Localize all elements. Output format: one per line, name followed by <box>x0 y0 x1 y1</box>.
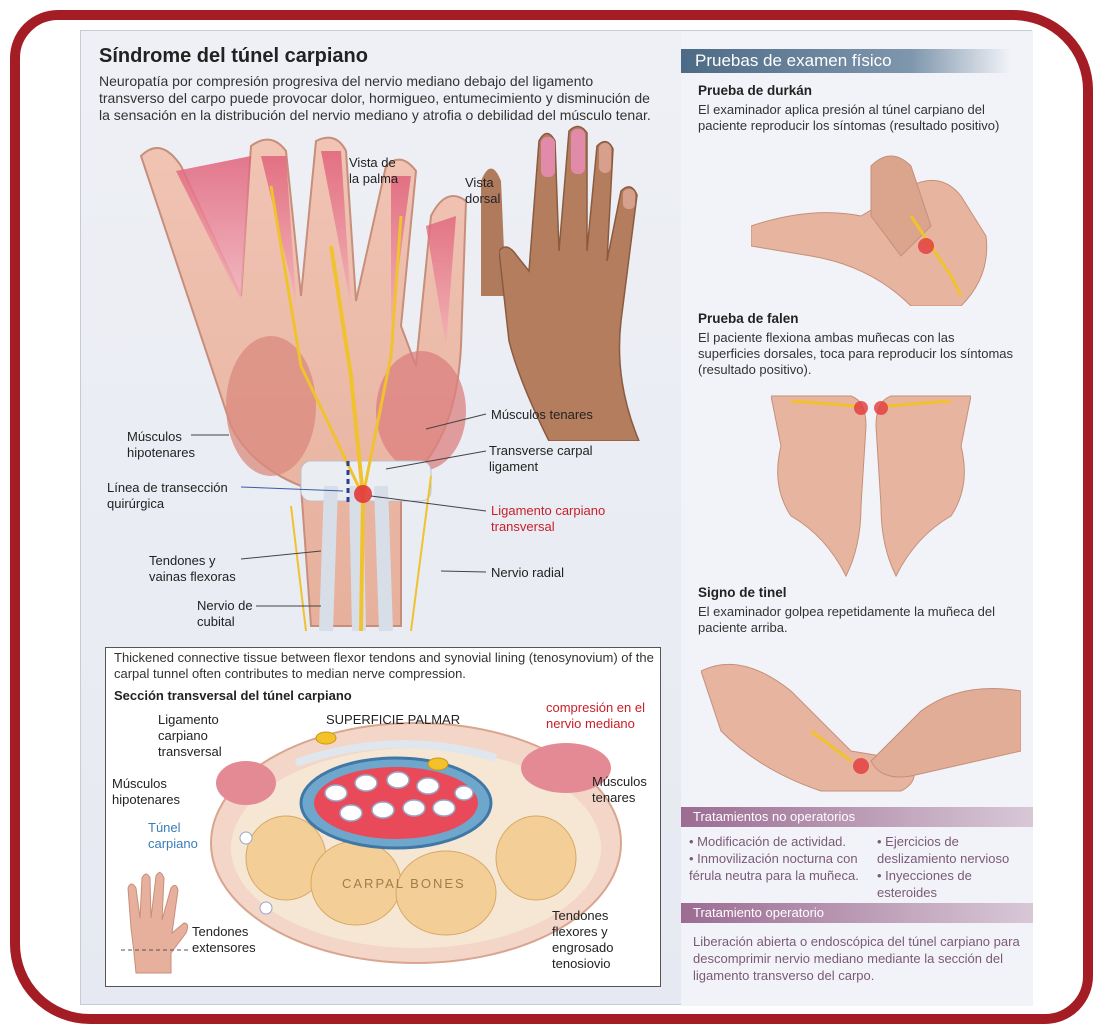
nonop-item-4: • Inyecciones de esteroides <box>877 868 972 900</box>
label-hypothenar: Músculos hipotenares <box>127 429 195 460</box>
cross-section-box: Thickened connective tissue between flex… <box>105 647 661 987</box>
exam-heading: Pruebas de examen físico <box>681 49 1011 73</box>
label-transverse-en: Transverse carpal ligament <box>489 443 593 474</box>
test-3-text: El examinador golpea repetidamente la mu… <box>698 604 996 635</box>
label-cs-ligament: Ligamento carpiano transversal <box>158 712 222 759</box>
label-incision: Línea de transección quirúrgica <box>107 480 228 511</box>
nonop-item-1: • Modificación de actividad. <box>689 834 847 849</box>
nonop-item-2: • Inmovilización nocturna con férula neu… <box>689 851 859 883</box>
right-column: Pruebas de examen físico Prueba de durká… <box>681 31 1033 1006</box>
label-dorsal-view: Vista dorsal <box>465 175 501 206</box>
tinel-sign-illustration <box>701 663 1021 792</box>
label-thenar: Músculos tenares <box>491 407 593 422</box>
op-heading: Tratamiento operatorio <box>681 903 1033 923</box>
test-1-name: Prueba de durkán <box>698 83 813 98</box>
label-cs-extensor: Tendones extensores <box>192 924 256 955</box>
op-text: Liberación abierta o endoscópica del tún… <box>693 934 1020 983</box>
intro-text: Neuropatía por compresión progresiva del… <box>99 73 651 123</box>
left-column: Síndrome del túnel carpiano Neuropatía p… <box>81 31 679 1006</box>
content-panel: Síndrome del túnel carpiano Neuropatía p… <box>80 30 1033 1006</box>
cross-section-description: Thickened connective tissue between flex… <box>114 650 654 681</box>
red-border <box>10 10 1093 1024</box>
test-3-name: Signo de tinel <box>698 585 787 600</box>
palm-leader-lines <box>191 413 487 607</box>
durkan-test-illustration <box>751 155 988 306</box>
test-2-text: El paciente flexiona ambas muñecas con l… <box>698 330 1014 377</box>
test-1-text: El examinador aplica presión al túnel ca… <box>698 102 1000 133</box>
cross-section-title: Sección transversal del túnel carpiano <box>114 688 352 703</box>
small-hand-icon <box>121 872 189 974</box>
dorsal-hand-illustration <box>499 125 640 441</box>
test-2-name: Prueba de falen <box>698 311 799 326</box>
label-cs-tunnel: Túnel carpiano <box>148 820 198 851</box>
label-ligament-es: Ligamento carpiano transversal <box>491 503 606 534</box>
cross-section-illustration <box>210 722 622 964</box>
nonop-item-3: • Ejercicios de deslizamiento nervioso <box>877 834 1010 866</box>
phalen-test-illustration <box>771 395 971 578</box>
label-tendons: Tendones y vainas flexoras <box>149 553 236 584</box>
label-palmar-surface: SUPERFICIE PALMAR <box>326 712 461 727</box>
label-radial: Nervio radial <box>491 565 564 580</box>
page-title: Síndrome del túnel carpiano <box>99 45 368 67</box>
palm-illustration <box>139 136 506 632</box>
label-cs-hypothenar: Músculos hipotenares <box>112 776 180 807</box>
label-cs-thenar: Músculos tenares <box>592 774 647 805</box>
label-ulnar: Nervio de cubital <box>197 598 253 629</box>
label-cs-flexor: Tendones flexores y engrosado tenosiovio <box>552 908 614 971</box>
nonop-heading: Tratamientos no operatorios <box>681 807 1033 827</box>
label-palm-view: Vista de la palma <box>349 155 399 186</box>
label-cs-compression: compresión en el nervio mediano <box>546 700 645 731</box>
label-cs-bones: CARPAL BONES <box>342 876 466 891</box>
